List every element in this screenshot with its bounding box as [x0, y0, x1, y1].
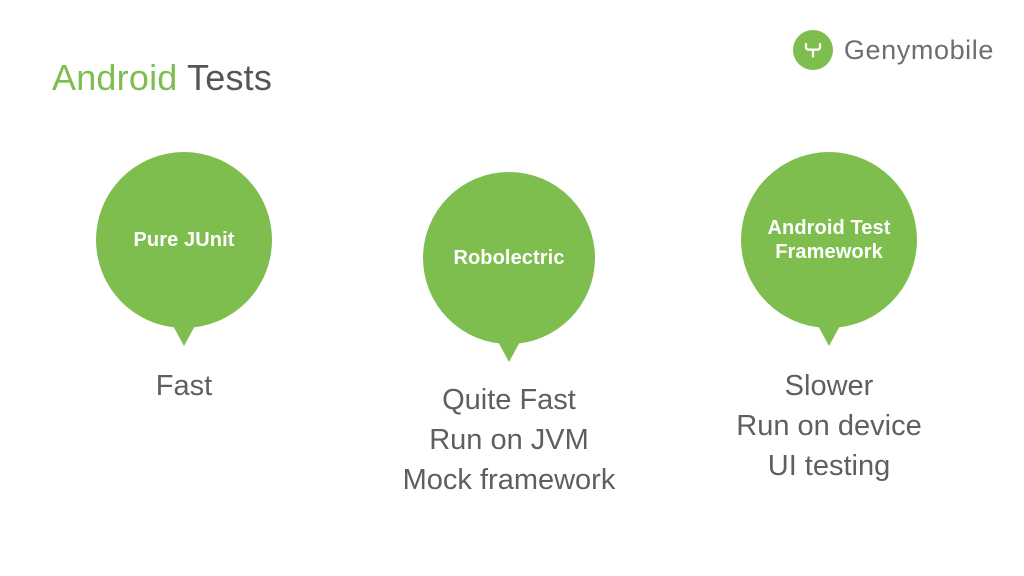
bubble-pure-junit: Pure JUnit	[96, 152, 272, 346]
column-robolectric: Robolectric Quite Fast Run on JVM Mock f…	[354, 140, 664, 500]
bubble-android-test-framework: Android Test Framework	[741, 152, 917, 346]
bubble-tail-icon	[171, 322, 197, 346]
page-title-rest: Tests	[177, 57, 273, 99]
bubble-tail-icon	[816, 322, 842, 346]
page-title-highlight: Android	[52, 57, 178, 99]
genymobile-antenna-icon	[792, 30, 833, 70]
column-android-test-framework: Android Test Framework Slower Run on dev…	[664, 140, 994, 486]
column-caption: Slower Run on device UI testing	[736, 370, 922, 483]
bubble-circle: Pure JUnit	[96, 152, 272, 328]
bubble-tail-icon	[496, 338, 522, 362]
column-caption: Fast	[155, 370, 213, 402]
bubble-label: Robolectric	[453, 246, 565, 269]
bubble-label: Android Test Framework	[767, 216, 891, 263]
comparison-columns: Pure JUnit Fast Robolectric Quite Fast R…	[0, 140, 1024, 500]
column-pure-junit: Pure JUnit Fast	[14, 140, 354, 406]
bubble-circle: Android Test Framework	[741, 152, 917, 328]
bubble-label: Pure JUnit	[133, 228, 235, 251]
bubble-circle: Robolectric	[423, 172, 595, 344]
column-caption: Quite Fast Run on JVM Mock framework	[402, 384, 616, 497]
bubble-robolectric: Robolectric	[423, 172, 595, 362]
brand-logo: Genymobile	[792, 30, 994, 70]
brand-wordmark: Genymobile	[843, 34, 994, 65]
page-title: Android Tests	[52, 58, 272, 98]
